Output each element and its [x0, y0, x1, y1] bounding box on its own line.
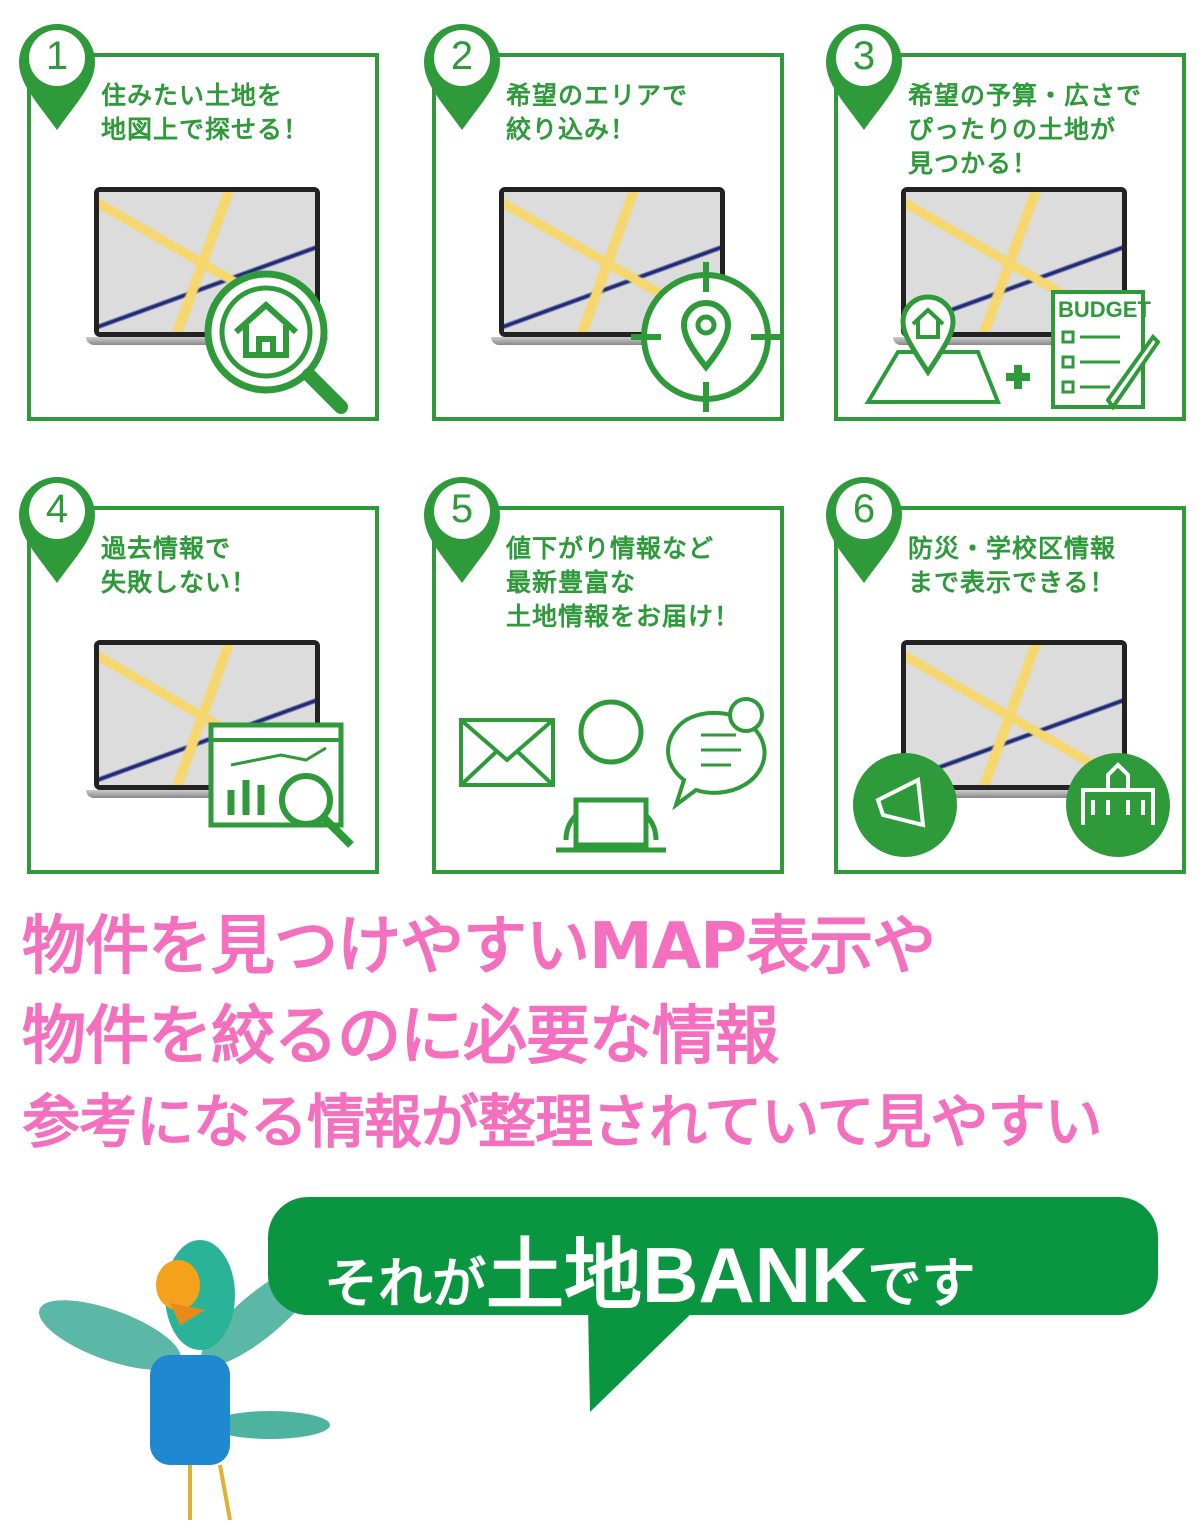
- budget-checklist-icon: BUDGET: [858, 282, 1168, 416]
- headline-line-3: 参考になる情報が整理されていて見やすい: [22, 1088, 1103, 1156]
- person-laptop-icon: [456, 690, 776, 864]
- megaphone-school-icon: [853, 730, 1183, 864]
- house-magnifier-icon: [201, 267, 361, 431]
- headline-line-2: 物件を絞るのに必要な情報: [22, 1000, 779, 1074]
- pin-marker-icon: [424, 24, 500, 130]
- headline-line-1: 物件を見つけやすいMAP表示や: [22, 910, 936, 984]
- svg-text:BUDGET: BUDGET: [1058, 297, 1151, 322]
- feature-card-3: 3 希望の予算・広さで ぴったりの土地が 見つかる！ BUDGET: [826, 24, 1186, 421]
- feature-card-1: 1 住みたい土地を 地図上で探せる！: [19, 24, 379, 421]
- pin-marker-icon: [424, 477, 500, 583]
- bubble-post: です: [867, 1252, 976, 1315]
- speech-bubble: それが土地BANKです: [268, 1197, 1158, 1412]
- feature-card-4: 4 過去情報で 失敗しない！: [19, 477, 379, 874]
- laptop-map-screenshot: [893, 640, 1135, 798]
- mascot-bird: [39, 1240, 330, 1521]
- chart-analysis-icon: [206, 720, 366, 864]
- pin-marker-icon: [826, 24, 902, 130]
- feature-card-5: 5 値下がり情報など 最新豊富な 土地情報をお届け！: [424, 477, 784, 874]
- location-target-icon: [626, 257, 786, 421]
- card-caption: 希望のエリアで 絞り込み！: [506, 81, 689, 144]
- feature-card-2: 2 希望のエリアで 絞り込み！: [424, 24, 786, 421]
- bubble-pre: それが: [324, 1252, 486, 1315]
- bubble-brand: 土地BANK: [486, 1231, 868, 1319]
- card-caption: 過去情報で 失敗しない！: [101, 534, 258, 597]
- feature-card-6: 6 防災・学校区情報 まで表示できる！: [826, 477, 1186, 874]
- card-caption: 防災・学校区情報 まで表示できる！: [908, 534, 1117, 597]
- pin-marker-icon: [19, 477, 95, 583]
- card-caption: 住みたい土地を 地図上で探せる！: [101, 81, 310, 144]
- pin-marker-icon: [826, 477, 902, 583]
- card-caption: 希望の予算・広さで ぴったりの土地が 見つかる！: [908, 81, 1143, 178]
- card-caption: 値下がり情報など 最新豊富な 土地情報をお届け！: [506, 534, 741, 631]
- pin-marker-icon: [19, 24, 95, 130]
